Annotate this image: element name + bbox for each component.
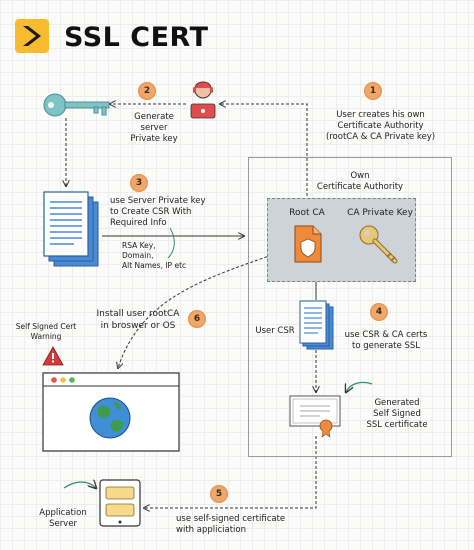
person-icon (190, 81, 216, 119)
chevron-logo-icon (15, 19, 49, 53)
ssl-certificate-icon (289, 395, 341, 438)
step-badge-6: 6 (188, 310, 206, 328)
own-ca-label: Own Certificate Authority (316, 171, 404, 192)
browser-window-icon (42, 372, 180, 452)
application-server-label: Application Server (39, 508, 87, 529)
warning-label: Self Signed Cert Warning (15, 322, 77, 341)
step-4-text: use CSR & CA certs to generate SSL (344, 330, 428, 351)
step-badge-2: 2 (138, 82, 156, 100)
step-badge-5: 5 (210, 485, 228, 503)
page-title: SSL CERT (64, 22, 209, 53)
step-3-text: use Server Private key to Create CSR Wit… (110, 196, 206, 228)
root-ca-area (267, 198, 416, 282)
root-ca-label: Root CA (289, 208, 325, 218)
own-ca-box (248, 157, 452, 457)
ca-private-key-icon (359, 225, 398, 264)
server-private-key-icon (43, 93, 110, 117)
pointer-arrow-app (63, 482, 96, 488)
csr-document-icon (43, 191, 99, 267)
step-6-text: Install user rootCA in broswer or OS (96, 309, 180, 331)
application-server-icon (99, 479, 141, 527)
csr-info-text: RSA Key, Domain, Alt Names, IP etc (122, 241, 187, 270)
step-2-text: Generate server Private key (130, 112, 178, 144)
header: SSL CERT (14, 10, 254, 60)
ca-private-key-label: CA Private Key (347, 208, 413, 218)
generated-cert-text: Generated Self Signed SSL certificate (366, 398, 428, 430)
step-badge-3: 3 (130, 174, 148, 192)
step-badge-4: 4 (370, 303, 388, 321)
step-badge-1: 1 (364, 82, 382, 100)
root-ca-doc-icon (294, 225, 322, 263)
user-csr-label: User CSR (255, 326, 295, 336)
step-1-text: User creates his own Certificate Authori… (325, 110, 436, 142)
warning-icon (42, 346, 64, 366)
user-csr-doc-icon (299, 300, 334, 350)
step-5-text: use self-signed certificate with applici… (176, 514, 286, 535)
